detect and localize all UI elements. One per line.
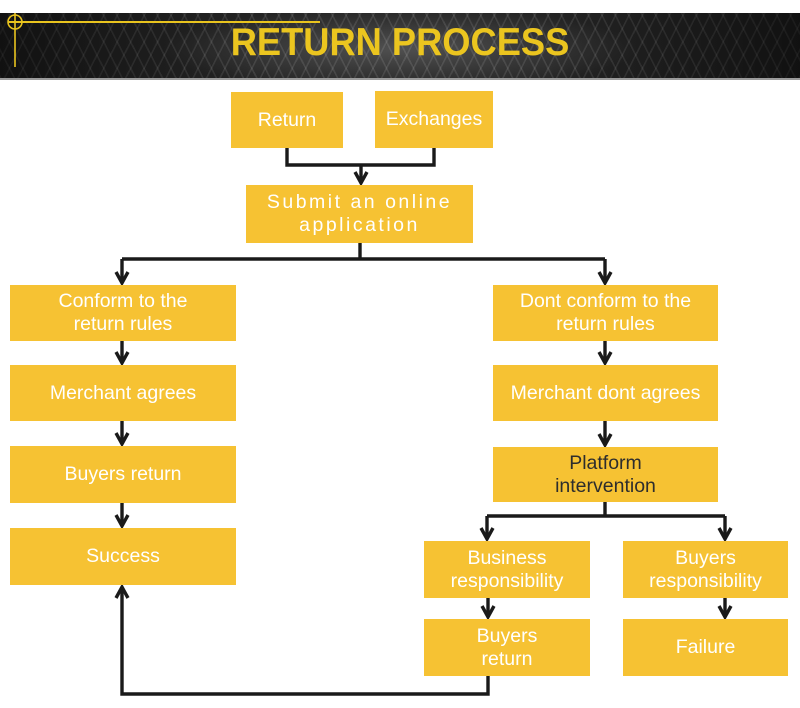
node-submit-application: Submit an online application — [246, 185, 473, 243]
node-platform-intervention: Platform intervention — [493, 447, 718, 502]
node-success: Success — [10, 528, 236, 585]
node-merchant-dont-agrees: Merchant dont agrees — [493, 365, 718, 421]
node-buyers-return: Buyers return — [10, 446, 236, 503]
node-buyers-return-2: Buyers return — [424, 619, 590, 676]
node-return: Return — [231, 92, 343, 148]
connector-merge-top — [285, 148, 436, 167]
node-dont-conform-rules: Dont conform to the return rules — [493, 285, 718, 341]
node-failure: Failure — [623, 619, 788, 676]
header-banner: RETURN PROCESS — [0, 13, 800, 80]
node-conform-rules: Conform to the return rules — [10, 285, 236, 341]
node-exchanges: Exchanges — [375, 91, 493, 148]
node-business-responsibility: Business responsibility — [424, 541, 590, 598]
node-buyers-responsibility: Buyers responsibility — [623, 541, 788, 598]
page-title: RETURN PROCESS — [230, 21, 570, 64]
node-merchant-agrees: Merchant agrees — [10, 365, 236, 421]
